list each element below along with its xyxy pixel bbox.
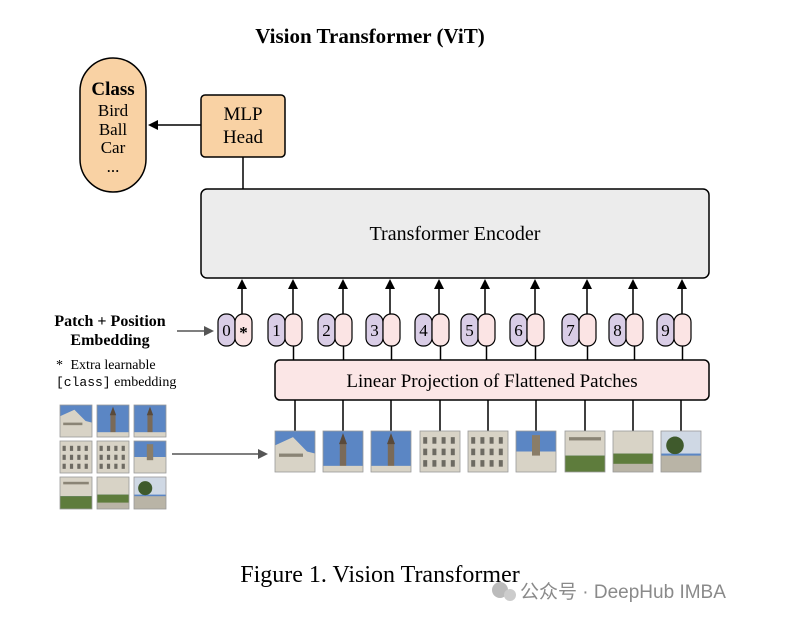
token-index-0: 0 [222,321,231,340]
class-output-box [79,57,147,193]
source-patch-7 [59,476,93,510]
wechat-icon-small [504,589,516,601]
class-token-star: * [239,323,248,342]
figure-caption: Figure 1. Vision Transformer [240,562,519,588]
class-item-ball: Ball [99,120,128,139]
patch-embedding-8 [625,313,644,347]
patch-thumbnail-2 [322,430,364,473]
token-index-9: 9 [661,321,670,340]
mlp-head-line1: MLP [223,104,262,125]
patch-thumbnail-4 [419,430,461,473]
class-heading: Class [91,79,134,100]
transformer-encoder-box [200,188,710,279]
token-2: 2 [317,279,353,360]
patch-thumbnail-5 [467,430,509,473]
patch-embedding-0 [234,313,253,347]
patch-embedding-5 [477,313,496,347]
patch-embedding-4 [431,313,450,347]
watermark-text: 公众号 · DeepHub IMBA [520,581,726,603]
diagram-title: Vision Transformer (ViT) [255,24,484,48]
token-1: 1 [267,279,303,360]
note-star: * [56,358,63,373]
note-line1: * Extra learnable [56,358,156,373]
token-3: 3 [365,279,401,360]
token-index-2: 2 [322,321,331,340]
patch-embedding-3 [382,313,401,347]
note-text1: Extra learnable [71,358,156,373]
linear-projection-label: Linear Projection of Flattened Patches [346,371,637,392]
token-6: 6 [509,279,545,360]
patch-embedding-2 [334,313,353,347]
source-patch-8 [96,476,130,510]
patch-thumbnail-3 [370,430,412,473]
class-item-ellipsis: ... [107,157,120,176]
token-index-1: 1 [272,321,281,340]
token-index-3: 3 [370,321,379,340]
token-index-5: 5 [465,321,474,340]
embedding-label-line1: Patch + Position [54,313,165,330]
patch-thumbnail-7 [564,430,606,473]
source-image-grid [59,404,167,510]
linear-projection-box [274,359,710,401]
token-index-6: 6 [514,321,523,340]
source-patch-3 [133,404,167,438]
token-9: 9 [656,279,692,360]
token-0: 0* [217,279,253,347]
patch-row [274,400,702,473]
source-patch-1 [59,404,93,438]
class-item-bird: Bird [98,101,129,120]
watermark: 公众号 · DeepHub IMBA [492,581,726,603]
patch-embedding-6 [526,313,545,347]
patch-embedding-7 [578,313,597,347]
embedding-label-line2: Embedding [70,332,149,349]
token-index-8: 8 [613,321,622,340]
token-4: 4 [414,279,450,360]
patch-thumbnail-9 [660,430,702,473]
source-patch-4 [59,440,93,474]
patch-thumbnail-1 [274,430,316,473]
note-text2: embedding [114,375,176,390]
source-patch-9 [133,476,167,510]
token-index-7: 7 [566,321,575,340]
mlp-head-line2: Head [223,127,264,148]
note-line2: [class] embedding [56,375,176,390]
token-7: 7 [561,279,597,360]
patch-embedding-9 [673,313,692,347]
patch-thumbnail-6 [515,430,557,473]
token-5: 5 [460,279,496,360]
token-index-4: 4 [419,321,428,340]
source-patch-6 [133,440,167,474]
note-code: [class] [56,375,111,390]
transformer-encoder-label: Transformer Encoder [370,223,541,245]
class-item-car: Car [101,138,126,157]
token-8: 8 [608,279,644,360]
patch-thumbnail-8 [612,430,654,473]
patch-embedding-1 [284,313,303,347]
source-patch-2 [96,404,130,438]
source-patch-5 [96,440,130,474]
wechat-icon [492,582,508,598]
